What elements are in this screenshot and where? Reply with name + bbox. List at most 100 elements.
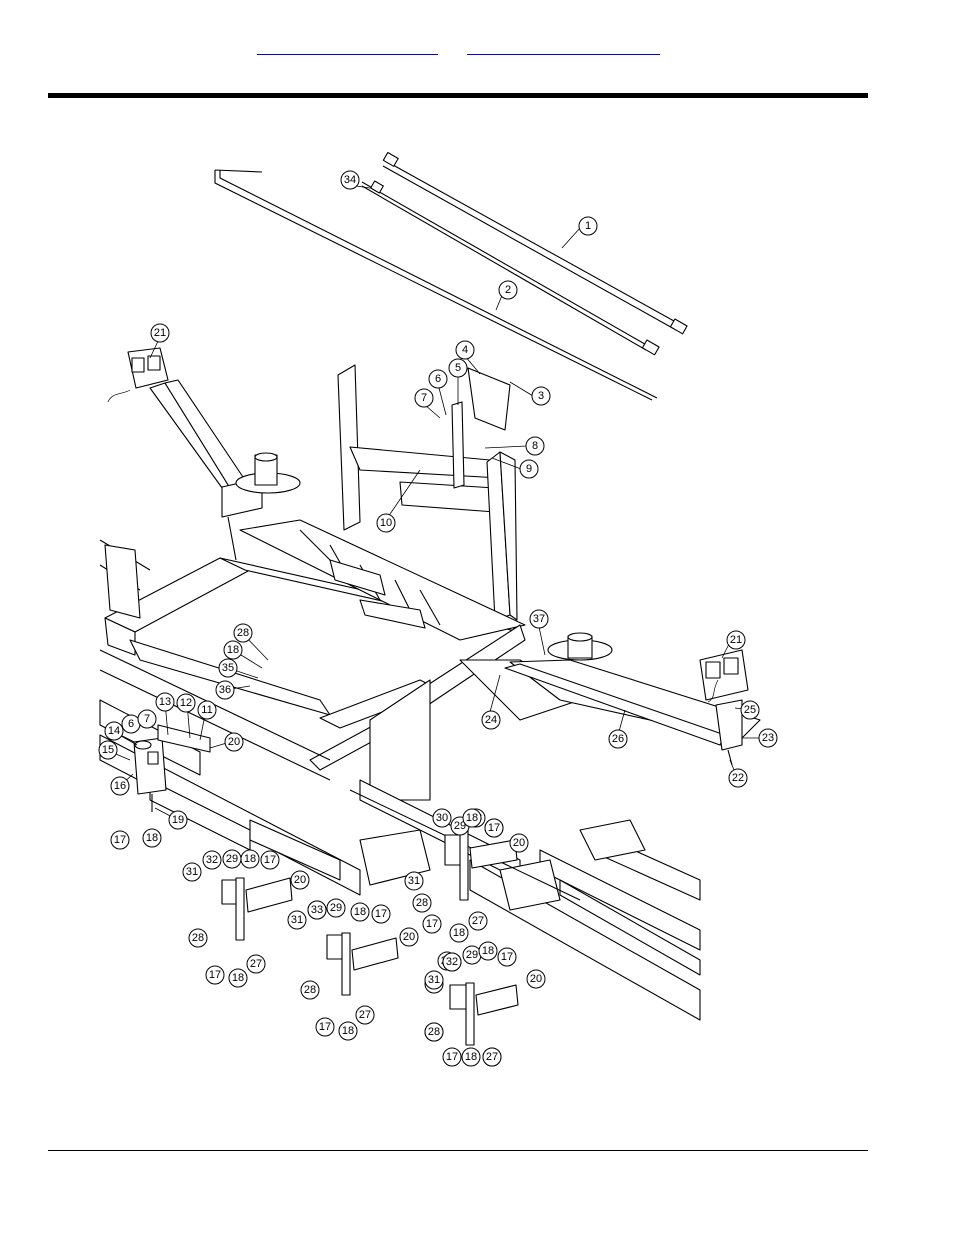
callout-number: 18: [232, 972, 244, 984]
callout-number: 29: [466, 949, 478, 961]
callout-number: 24: [485, 714, 497, 726]
callout-number: 3: [538, 390, 544, 402]
callout-number: 23: [762, 732, 774, 744]
callout-number: 17: [209, 969, 221, 981]
callout-18: 18: [450, 924, 468, 942]
callout-number: 18: [342, 1025, 354, 1037]
callout-number: 17: [114, 834, 126, 846]
callout-12: 12: [177, 694, 195, 712]
callout-18: 18: [229, 969, 247, 987]
callout-18: 18: [339, 1022, 357, 1040]
callout-18: 18: [241, 850, 259, 868]
callout-29: 29: [327, 899, 345, 917]
callout-number: 26: [612, 733, 624, 745]
callout-5: 5: [449, 359, 467, 377]
callout-33: 33: [308, 901, 326, 919]
callout-number: 30: [436, 812, 448, 824]
callout-number: 2: [505, 284, 511, 296]
callout-number: 31: [186, 866, 198, 878]
callout-18: 18: [479, 942, 497, 960]
callout-number: 29: [330, 902, 342, 914]
callout-number: 18: [244, 853, 256, 865]
callout-number: 37: [533, 613, 545, 625]
callout-number: 34: [344, 174, 356, 186]
callout-19: 19: [169, 811, 187, 829]
callout-number: 27: [359, 1009, 371, 1021]
callout-number: 17: [319, 1021, 331, 1033]
callout-1: 1: [579, 217, 597, 235]
callout-36: 36: [216, 681, 234, 699]
callout-13: 13: [156, 693, 174, 711]
callout-number: 36: [219, 684, 231, 696]
callout-number: 17: [446, 1051, 458, 1063]
callout-16: 16: [111, 777, 129, 795]
callout-number: 18: [146, 832, 158, 844]
callout-31: 31: [183, 863, 201, 881]
callout-number: 28: [416, 897, 428, 909]
callout-number: 20: [403, 931, 415, 943]
callout-21: 21: [727, 631, 745, 649]
callout-17: 17: [206, 966, 224, 984]
callout-number: 29: [226, 853, 238, 865]
callout-17: 17: [372, 905, 390, 923]
bracket-assembly-c: [450, 983, 518, 1045]
callout-number: 18: [453, 927, 465, 939]
callout-7: 7: [415, 389, 433, 407]
callout-number: 20: [513, 837, 525, 849]
callout-number: 7: [421, 392, 427, 404]
callout-18: 18: [143, 829, 161, 847]
callout-number: 27: [486, 1051, 498, 1063]
callout-14: 14: [105, 722, 123, 740]
callout-number: 13: [159, 696, 171, 708]
callout-number: 18: [465, 1051, 477, 1063]
callout-11: 11: [198, 701, 216, 719]
callout-number: 14: [108, 725, 120, 737]
callout-number: 4: [462, 344, 468, 356]
callout-23: 23: [759, 729, 777, 747]
bracket-assembly-a: [222, 878, 292, 940]
callout-number: 16: [114, 780, 126, 792]
callout-27: 27: [356, 1006, 374, 1024]
callout-number: 21: [730, 634, 742, 646]
callout-number: 17: [264, 854, 276, 866]
callout-17: 17: [261, 851, 279, 869]
callout-17: 17: [111, 831, 129, 849]
callout-20: 20: [527, 970, 545, 988]
callout-20: 20: [510, 834, 528, 852]
callout-29: 29: [223, 850, 241, 868]
callout-number: 27: [250, 958, 262, 970]
callout-27: 27: [247, 955, 265, 973]
callout-number: 6: [435, 373, 441, 385]
callout-2: 2: [499, 281, 517, 299]
callout-17: 17: [423, 915, 441, 933]
callout-28: 28: [189, 929, 207, 947]
callout-7: 7: [138, 710, 156, 728]
callout-27: 27: [469, 912, 487, 930]
callout-28: 28: [425, 1023, 443, 1041]
callout-28: 28: [301, 981, 319, 999]
callout-32: 32: [443, 953, 461, 971]
callout-17: 17: [485, 819, 503, 837]
callout-15: 15: [99, 741, 117, 759]
callout-6: 6: [122, 715, 140, 733]
callout-28: 28: [413, 894, 431, 912]
callout-number: 28: [304, 984, 316, 996]
callout-27: 27: [483, 1048, 501, 1066]
callout-31: 31: [425, 971, 443, 989]
callout-21: 21: [151, 324, 169, 342]
callout-31: 31: [405, 872, 423, 890]
callout-37: 37: [530, 610, 548, 628]
callout-number: 12: [180, 697, 192, 709]
callout-number: 20: [530, 973, 542, 985]
callout-number: 28: [237, 627, 249, 639]
callout-number: 18: [227, 644, 239, 656]
callout-18: 18: [462, 1048, 480, 1066]
callout-number: 10: [380, 517, 392, 529]
callout-number: 11: [201, 704, 212, 716]
callout-35: 35: [219, 659, 237, 677]
callout-18: 18: [351, 903, 369, 921]
callout-18: 18: [463, 809, 481, 827]
callout-number: 17: [426, 918, 438, 930]
callout-number: 20: [228, 736, 240, 748]
